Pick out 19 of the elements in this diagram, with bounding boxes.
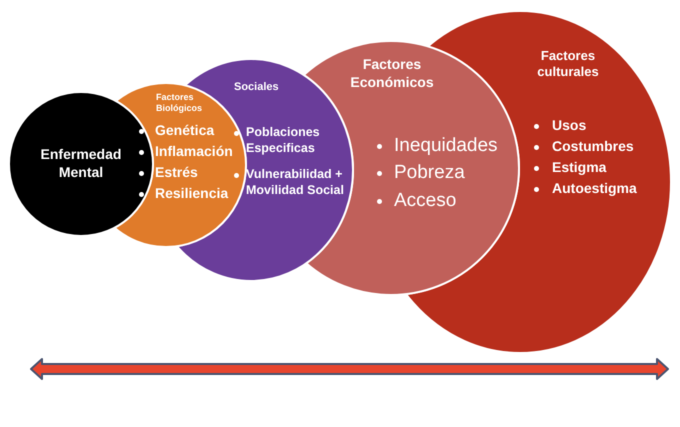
circle-heading: Factores Económicos — [349, 56, 435, 91]
list-item: Pobreza — [394, 161, 465, 185]
circle-label: Enfermedad Mental — [40, 146, 122, 181]
list-item: Resiliencia — [155, 185, 228, 202]
list-item: Inequidades — [394, 134, 498, 158]
list-item: Autoestigma — [552, 180, 637, 198]
circle — [8, 91, 155, 238]
list-item: Inflamación — [155, 143, 233, 160]
circle-heading: Sociales — [234, 81, 279, 95]
circle-heading: Factores Biológicos — [156, 92, 204, 114]
circle-heading: Factores culturales — [536, 48, 600, 80]
list-item: Poblaciones Especificas — [246, 125, 321, 156]
list-item: Costumbres — [552, 138, 634, 156]
list-item: Usos — [552, 117, 586, 134]
list-item: Estrés — [155, 164, 198, 182]
list-item: Vulnerabilidad + Movilidad Social — [246, 167, 345, 198]
list-item: Acceso — [394, 189, 456, 213]
list-item: Genética — [155, 122, 214, 140]
list-item: Estigma — [552, 159, 606, 176]
